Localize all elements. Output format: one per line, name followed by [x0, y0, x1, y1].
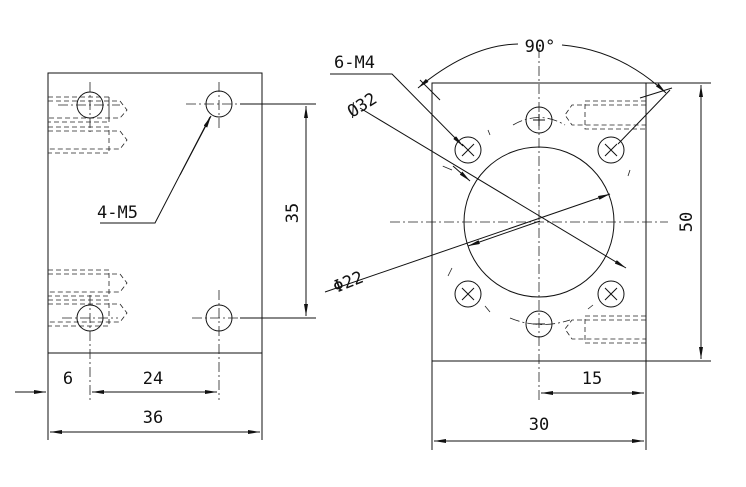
dim-35: 35 [283, 203, 303, 223]
mounting-holes [58, 82, 240, 400]
dim-50: 50 [677, 212, 697, 232]
extension-lines [646, 82, 711, 362]
dim-arrow-bore [467, 220, 541, 247]
threaded-holes-hidden [48, 96, 128, 327]
hole-callout-6-m4: 6-M4 [334, 53, 375, 73]
bolt-holes [439, 106, 631, 338]
angle-90: 90° [525, 37, 556, 57]
leader-arrow [179, 115, 212, 176]
dim-line-bore [324, 193, 611, 293]
angle-extension [419, 79, 441, 101]
left-view: 4-M5 35 6 24 36 [15, 72, 316, 440]
threaded-holes-hidden-right [564, 100, 646, 344]
angle-arc-right [561, 44, 667, 94]
hole-callout-4-m5: 4-M5 [97, 203, 138, 223]
dim-line-bolt-circle [359, 107, 627, 269]
extension-lines [240, 103, 316, 319]
right-view: 90° 6-M4 Ø32 Φ22 50 15 30 [324, 37, 711, 450]
dim-arrow-bolt-circle [452, 165, 471, 182]
angle-arc-left [417, 43, 519, 89]
dim-24: 24 [143, 369, 163, 389]
leader-line [330, 73, 464, 147]
dim-36: 36 [143, 408, 163, 428]
dim-bore: Φ22 [330, 268, 366, 298]
dim-15: 15 [582, 369, 602, 389]
left-part-outline [47, 72, 263, 354]
angle-extension [639, 87, 673, 99]
leader-line [617, 89, 671, 145]
dim-6: 6 [63, 369, 73, 389]
dim-30: 30 [529, 415, 549, 435]
